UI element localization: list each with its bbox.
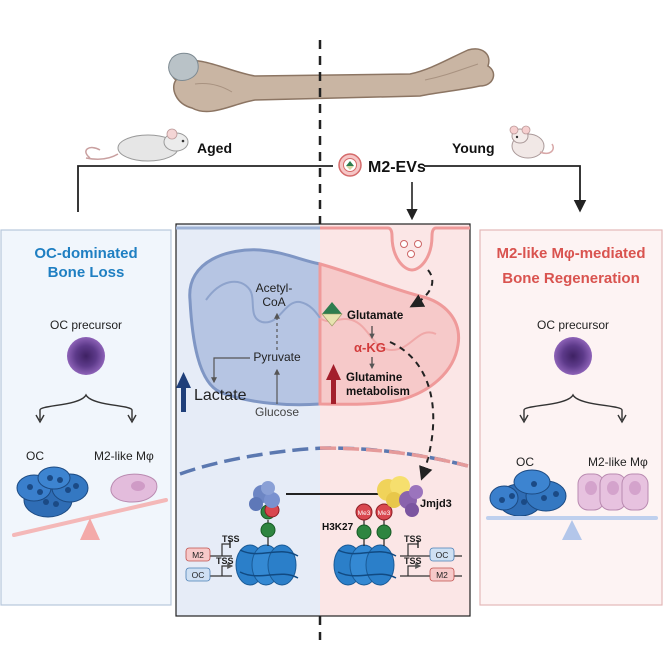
m2-macrophage-icon xyxy=(110,473,158,503)
left-panel-title-1: OC-dominated xyxy=(34,245,137,262)
left-oc-label: OC xyxy=(26,449,44,463)
up-arrow-icon xyxy=(176,372,191,412)
right-oc-precursor-label: OC precursor xyxy=(537,318,609,332)
right-branch xyxy=(523,393,623,420)
seesaw-icon xyxy=(486,516,658,540)
right-panel xyxy=(479,229,663,606)
tss-label-1: TSS xyxy=(222,534,240,544)
glucose-label: Glucose xyxy=(255,405,299,419)
promoter-oc: OC TSS xyxy=(185,556,234,582)
seesaw-icon xyxy=(12,498,168,540)
oc-gene-tag: OC xyxy=(192,570,205,580)
pyruvate-label: Pyruvate xyxy=(253,350,301,364)
young-arrow xyxy=(424,165,587,213)
promoter-m2: TSS M2 xyxy=(400,556,462,582)
precursor-cell-icon xyxy=(554,337,592,375)
histone-mark-icon xyxy=(356,524,372,540)
right-oc-label: OC xyxy=(516,455,534,469)
histone-mark-icon xyxy=(375,503,393,521)
tss-label-2: TSS xyxy=(216,556,234,566)
aged-connector xyxy=(77,165,333,212)
osteoclast-cluster-icon xyxy=(489,469,567,517)
mouse-icon xyxy=(509,125,554,159)
promoter-oc: TSS OC xyxy=(400,534,462,562)
glutamine-label: Glutamine xyxy=(346,372,402,384)
me3-label-2: Me3 xyxy=(378,510,391,517)
osteoclast-cluster-icon xyxy=(16,466,89,518)
histone-mark-icon xyxy=(376,524,392,540)
acetyl-label: Acetyl- xyxy=(256,281,293,295)
m2-macrophage-icon xyxy=(577,473,649,511)
lactate-label: Lactate xyxy=(194,387,247,404)
bone-icon xyxy=(168,48,495,113)
promoter-m2: M2 TSS xyxy=(185,534,240,562)
glutamate-icon xyxy=(321,302,343,327)
oc-gene-tag-right: OC xyxy=(436,550,449,560)
me3-label-1: Me3 xyxy=(358,510,371,517)
metabolism-label: metabolism xyxy=(346,386,410,398)
m2-gene-tag: M2 xyxy=(192,550,204,560)
left-m2-label: M2-like Mφ xyxy=(94,449,154,463)
histone-mark-icon xyxy=(260,522,276,538)
histone-mark-icon xyxy=(355,503,373,521)
right-m2-label: M2-like Mφ xyxy=(588,455,648,469)
left-branch xyxy=(39,393,133,420)
up-arrow-icon xyxy=(326,364,341,404)
coa-label: CoA xyxy=(262,295,285,309)
m2-gene-tag-right: M2 xyxy=(436,570,448,580)
extracellular-vesicle-icon xyxy=(338,153,362,177)
aged-label: Aged xyxy=(197,140,232,156)
m2-evs-label: M2-EVs xyxy=(368,159,426,176)
akg-label: α-KG xyxy=(354,340,386,355)
right-panel-title-2: Bone Regeneration xyxy=(502,270,640,287)
tss-label-3: TSS xyxy=(404,534,422,544)
right-panel-title-1: M2-like Mφ-mediated xyxy=(496,245,645,262)
left-panel-title-2: Bone Loss xyxy=(48,264,125,281)
left-panel xyxy=(0,229,172,606)
jmjd3-icon xyxy=(377,476,423,517)
left-oc-precursor-label: OC precursor xyxy=(50,318,122,332)
jmjd3-label: Jmjd3 xyxy=(420,498,452,510)
tss-label-4: TSS xyxy=(404,556,422,566)
extracellular-vesicle-icon xyxy=(400,240,422,258)
young-label: Young xyxy=(452,140,495,156)
mouse-icon xyxy=(85,128,189,162)
glutamate-label: Glutamate xyxy=(347,310,403,322)
precursor-cell-icon xyxy=(67,337,105,375)
nucleosome-icon xyxy=(333,544,397,586)
nucleosome-icon xyxy=(235,544,299,586)
h3k27-label: H3K27 xyxy=(322,522,354,533)
demethylase-icon xyxy=(249,481,280,511)
